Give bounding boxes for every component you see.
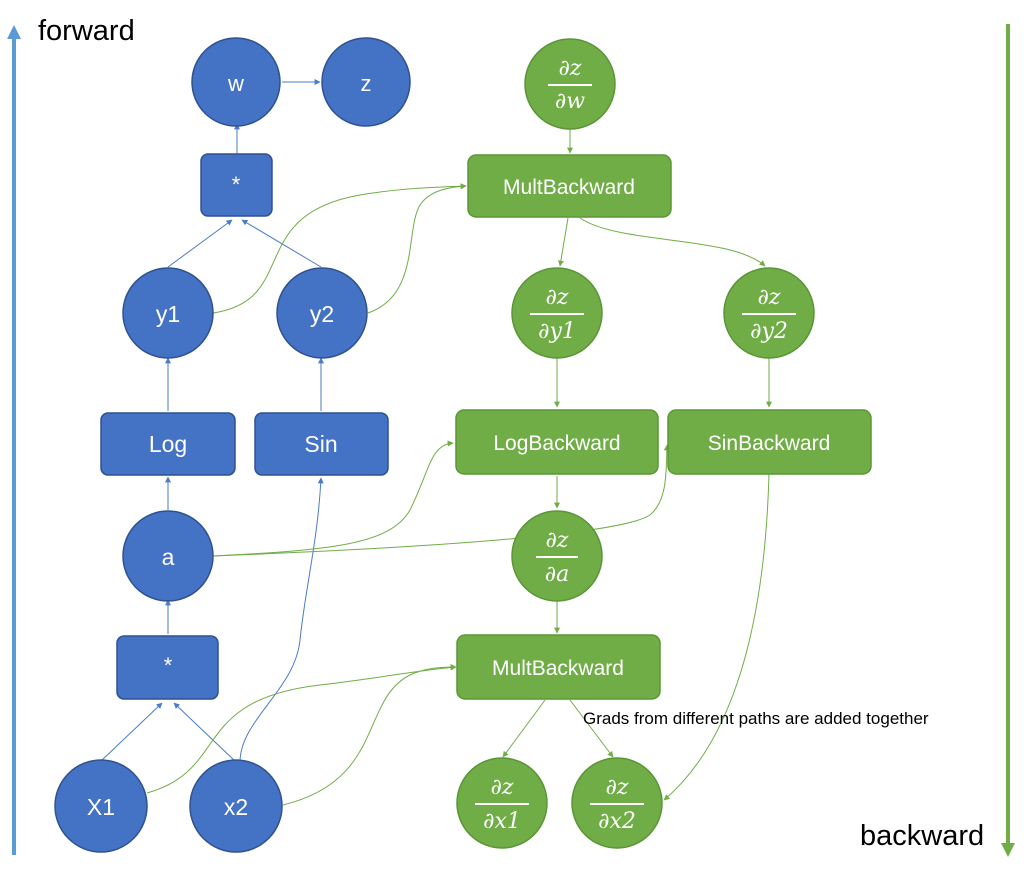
- backward-edges: [146, 129, 772, 806]
- node-sin-label: Sin: [304, 431, 337, 457]
- edge-multbackward-dzdy1: [557, 217, 569, 267]
- edge-multbackward-dzdx1: [502, 699, 546, 758]
- grad-dz-da-num: ∂z: [546, 528, 569, 553]
- node-multbackward-bottom: MultBackward: [456, 634, 661, 700]
- grad-dz-dx1: ∂z ∂x1: [456, 757, 548, 849]
- backward-nodes: ∂z ∂w MultBackward ∂z ∂y1 ∂z ∂y2 LogBack…: [455, 38, 872, 849]
- node-multbackward-top: MultBackward: [467, 154, 672, 218]
- grad-dz-dw: ∂z ∂w: [524, 38, 616, 130]
- edge-a-sinbackward: [212, 444, 670, 557]
- grad-dz-dx2-num: ∂z: [606, 775, 629, 800]
- node-log-label: Log: [149, 431, 187, 457]
- grad-dz-dw-num: ∂z: [559, 56, 582, 81]
- grad-dz-da: ∂z ∂a: [511, 510, 603, 602]
- forward-edges: [99, 79, 324, 763]
- edge-x1-mul-bottom: [99, 702, 163, 763]
- edge-y1-multbackward: [212, 183, 467, 314]
- node-a-label: a: [162, 544, 175, 570]
- node-sin: Sin: [254, 412, 389, 476]
- grad-dz-dy2-num: ∂z: [758, 285, 781, 310]
- node-multbackward-bottom-label: MultBackward: [492, 657, 624, 680]
- grad-dz-dy2-den: ∂y2: [750, 319, 788, 344]
- edge-a-logbackward: [212, 440, 454, 557]
- node-mul-top: *: [200, 153, 273, 217]
- node-logbackward: LogBackward: [455, 409, 659, 475]
- grad-dz-dx2: ∂z ∂x2: [571, 757, 663, 849]
- grad-dz-dy1-num: ∂z: [546, 285, 569, 310]
- node-w: w: [191, 37, 281, 127]
- edge-x2-mul-bottom: [173, 702, 237, 763]
- edge-sinbackward-dzdx2: [663, 473, 770, 801]
- node-mul-bottom: *: [116, 635, 219, 700]
- grad-dz-dw-den: ∂w: [555, 89, 585, 114]
- grad-dz-dx1-num: ∂z: [491, 775, 514, 800]
- node-y2-label: y2: [310, 301, 334, 327]
- forward-nodes: w z * y1 y2 Log Sin a: [54, 37, 411, 853]
- node-a: a: [122, 510, 214, 602]
- edge-y1-mul-top: [167, 219, 233, 268]
- node-y2: y2: [276, 267, 368, 359]
- grad-dz-da-den: ∂a: [545, 562, 570, 587]
- node-mul-top-label: *: [232, 172, 241, 197]
- node-multbackward-top-label: MultBackward: [503, 176, 635, 199]
- forward-label: forward: [38, 15, 135, 47]
- grad-dz-dy2: ∂z ∂y2: [723, 267, 815, 359]
- edge-x1-multbackward: [146, 664, 457, 794]
- node-z: z: [321, 37, 411, 127]
- edge-multbackward-dzdy2: [579, 217, 766, 267]
- node-x2: x2: [189, 759, 283, 853]
- node-logbackward-label: LogBackward: [493, 432, 620, 455]
- edge-y2-multbackward: [367, 183, 467, 314]
- node-w-label: w: [227, 71, 244, 96]
- node-x1: X1: [54, 759, 148, 853]
- node-x1-label: X1: [87, 794, 115, 820]
- node-sinbackward-label: SinBackward: [708, 432, 831, 455]
- node-sinbackward: SinBackward: [667, 409, 872, 475]
- annotation-grads-added: Grads from different paths are added tog…: [583, 709, 929, 728]
- node-log: Log: [100, 412, 236, 476]
- grad-dz-dy1: ∂z ∂y1: [511, 267, 603, 359]
- backward-label: backward: [860, 820, 984, 852]
- grad-dz-dx2-den: ∂x2: [598, 809, 636, 834]
- grad-dz-dx1-den: ∂x1: [483, 809, 521, 834]
- edge-multbackward-dzdx2: [569, 699, 614, 758]
- edge-x2-multbackward: [282, 664, 457, 806]
- node-mul-bottom-label: *: [164, 653, 173, 678]
- edge-x2-sin: [239, 477, 324, 763]
- node-x2-label: x2: [224, 794, 248, 820]
- node-y1: y1: [122, 267, 214, 359]
- grad-dz-dy1-den: ∂y1: [538, 319, 576, 344]
- node-z-label: z: [361, 71, 372, 96]
- node-y1-label: y1: [156, 301, 180, 327]
- edge-y2-mul-top: [241, 219, 322, 268]
